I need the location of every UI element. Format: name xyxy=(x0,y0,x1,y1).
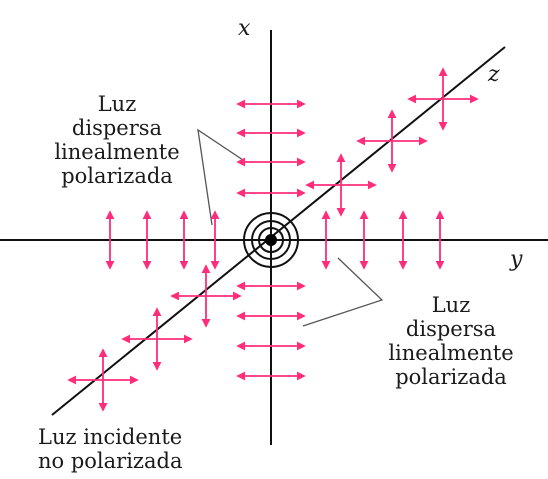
polarization-arrows xyxy=(67,67,479,412)
label-line: Luz xyxy=(431,293,471,317)
label-line: Luz xyxy=(97,92,137,116)
z-axis-label: z xyxy=(488,62,500,87)
origin-ring-outer xyxy=(243,212,299,268)
label-line: polarizada xyxy=(61,164,173,188)
leader-line-left xyxy=(197,128,244,226)
label-line: polarizada xyxy=(395,365,507,389)
label-line: linealmente xyxy=(54,140,180,164)
label-line: no polarizada xyxy=(38,449,183,473)
label-line: dispersa xyxy=(405,317,497,341)
x-axis-label: x xyxy=(238,16,251,41)
y-axis-label: y xyxy=(510,247,523,272)
scattered-light-label-left: Luz dispersa linealmente polarizada xyxy=(22,92,212,188)
origin-dot xyxy=(265,234,277,246)
leader-line-right xyxy=(302,257,384,327)
label-line: Luz incidente xyxy=(38,425,183,449)
incident-light-label: Luz incidente no polarizada xyxy=(38,425,248,473)
origin-ring-inner xyxy=(258,227,284,253)
label-line: linealmente xyxy=(388,341,514,365)
label-line: dispersa xyxy=(71,116,163,140)
origin-ring-middle xyxy=(251,220,291,260)
scattered-light-label-right: Luz dispersa linealmente polarizada xyxy=(358,293,544,389)
